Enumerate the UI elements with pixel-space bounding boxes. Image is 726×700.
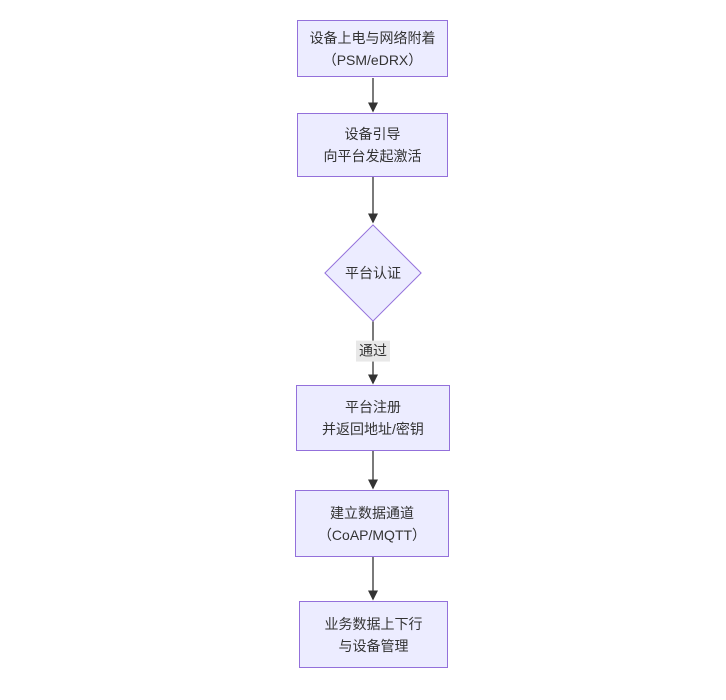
edge-label-pass: 通过 (356, 340, 390, 362)
node-text-line: 平台认证 (345, 264, 401, 281)
node-text-line: 业务数据上下行 (324, 615, 423, 632)
node-text-line: 设备引导 (344, 126, 401, 142)
node-text-line: 与设备管理 (338, 637, 409, 654)
node-platform-auth-decision: 平台认证 (324, 223, 422, 322)
node-text-line: 建立数据通道 (330, 504, 414, 521)
node-text-line: （PSM/eDRX） (322, 51, 423, 68)
node-device-power-attach: 设备上电与网络附着 （PSM/eDRX） (297, 20, 448, 77)
node-text-line: （CoAP/MQTT） (317, 526, 427, 543)
node-text-line: 向平台发起激活 (323, 148, 422, 164)
node-device-bootstrap: 设备引导 向平台发起激活 (297, 113, 448, 177)
node-platform-register: 平台注册 并返回地址/密钥 (296, 385, 450, 451)
node-data-channel: 建立数据通道 （CoAP/MQTT） (295, 490, 449, 557)
node-text-line: 并返回地址/密钥 (322, 421, 424, 437)
node-business-data: 业务数据上下行 与设备管理 (299, 601, 448, 668)
node-text-line: 设备上电与网络附着 (309, 29, 436, 46)
node-text-line: 平台注册 (345, 399, 401, 415)
